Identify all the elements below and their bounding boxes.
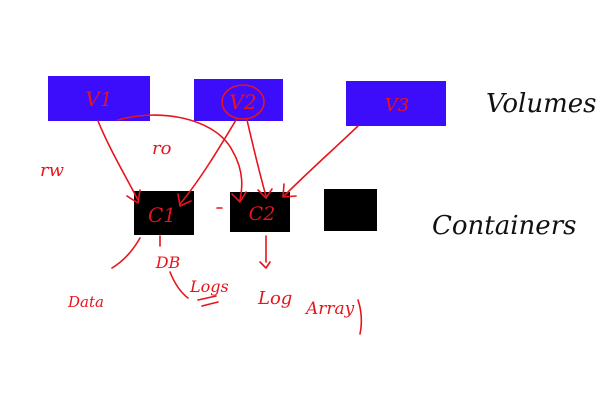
annotation-c2-log: Log	[257, 288, 292, 309]
c1-logs-underline-1	[197, 295, 217, 301]
containers-heading: Containers	[432, 211, 576, 241]
container-c2: C2	[230, 192, 290, 232]
volume-v2: V2	[194, 79, 283, 121]
volume-v2-label: V2	[229, 90, 256, 114]
array-tail-mark	[357, 299, 363, 335]
arrow-v2-to-c2-head	[257, 188, 273, 199]
arrow-v1-to-c2	[117, 114, 243, 201]
c1-logs-line	[169, 271, 189, 299]
volume-v3: V3	[346, 81, 446, 126]
volume-v3-label: V3	[385, 95, 409, 116]
c1-mounts	[111, 235, 219, 307]
annotation-c1-logs: Logs	[189, 277, 229, 296]
c1-logs-underline-2	[201, 301, 219, 307]
arrow-v3-to-c2-head	[282, 183, 297, 198]
volume-v1: V1	[48, 76, 150, 121]
volume-v1-label: V1	[85, 87, 112, 111]
container-c1-label: C1	[148, 203, 176, 227]
c2-log-hook	[259, 261, 271, 269]
arrow-v3-to-c2	[283, 125, 359, 197]
arrow-v1-to-c1-head	[126, 189, 141, 204]
volume-v3-box	[346, 81, 446, 126]
container-c2-label: C2	[249, 203, 276, 225]
volume-v2-circle-mark	[221, 84, 265, 120]
arrow-v1-to-c2-head	[231, 191, 247, 203]
arrow-v1-to-c1	[97, 120, 139, 201]
volumes-heading: Volumes	[486, 89, 597, 119]
annotation-c1-path: DB	[155, 253, 181, 272]
c2-mounts	[259, 235, 271, 269]
arrow-v2-to-c2	[246, 119, 267, 197]
container-c3	[324, 189, 377, 231]
annotation-v1-mode: rw	[40, 160, 65, 181]
volume-v1-box	[48, 76, 150, 121]
arrow-v2-to-c1	[179, 119, 237, 205]
annotation-c1-data: Data	[67, 293, 104, 311]
annotation-v2-mode: ro	[152, 138, 172, 159]
arrow-v2-to-c1-head	[177, 193, 192, 207]
c1-data-line	[111, 237, 141, 269]
container-c3-box	[324, 189, 377, 231]
mount-arrows	[97, 114, 359, 209]
annotation-c2-array: Array	[304, 299, 355, 319]
